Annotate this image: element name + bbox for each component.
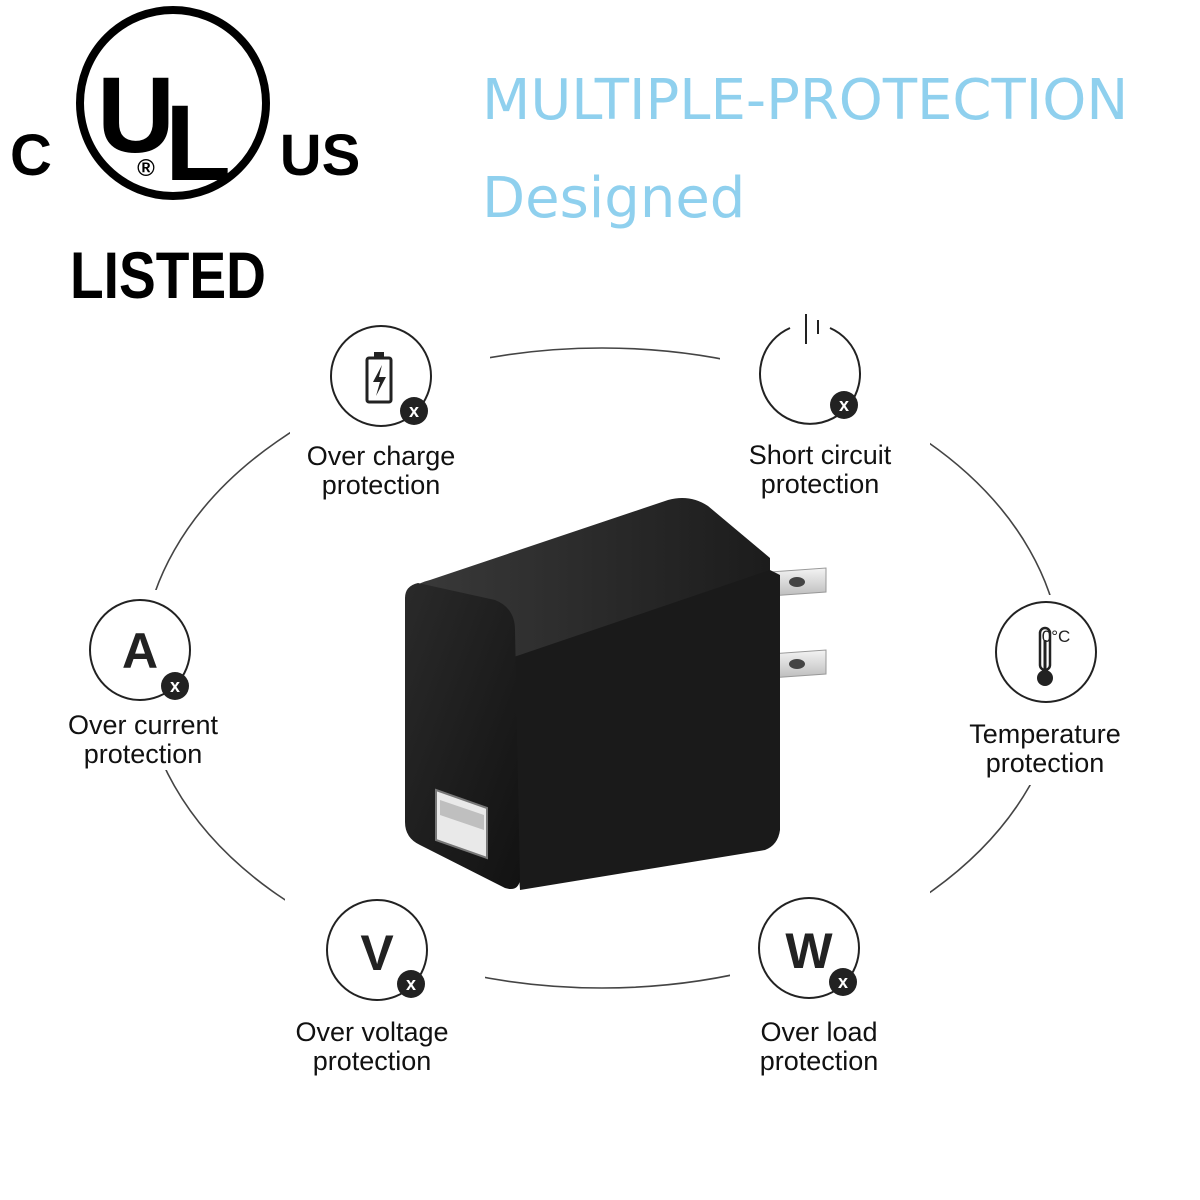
ul-letter-l: L	[165, 82, 231, 203]
svg-text:x: x	[170, 676, 180, 696]
svg-text:0°C: 0°C	[1042, 627, 1071, 646]
svg-text:W: W	[785, 923, 833, 979]
ul-country-c: C	[10, 123, 52, 188]
power-icon	[759, 314, 861, 425]
ul-listed-logo: U L ® C US LISTED	[10, 6, 361, 312]
headline-line-2: Designed	[482, 166, 746, 231]
x-badge-icon: x	[829, 968, 857, 996]
svg-text:x: x	[409, 401, 419, 421]
svg-text:x: x	[839, 395, 849, 415]
over-voltage-label: Over voltage protection	[295, 1017, 449, 1076]
x-badge-icon: x	[161, 672, 189, 700]
svg-text:x: x	[838, 972, 848, 992]
ul-listed-text: LISTED	[70, 238, 266, 312]
temperature-label: Temperature protection	[969, 719, 1121, 778]
over-load-label: Over load protection	[759, 1017, 879, 1076]
svg-text:x: x	[406, 974, 416, 994]
over-charge-label: Over charge protection	[306, 441, 456, 500]
thermometer-icon: 0°C	[995, 601, 1097, 703]
wattage-icon: W	[758, 897, 860, 999]
svg-text:A: A	[122, 623, 158, 679]
usb-wall-charger-image	[405, 498, 827, 890]
ul-ring	[76, 6, 270, 200]
headline-line-1: MULTIPLE-PROTECTION	[482, 68, 1129, 133]
short-circuit-label: Short circuit protection	[748, 440, 892, 499]
ul-country-us: US	[280, 123, 361, 188]
ul-registered-symbol: ®	[137, 155, 155, 182]
over-current-label: Over current protection	[67, 710, 219, 769]
ampere-icon: A	[89, 599, 191, 701]
ul-letter-u: U	[97, 54, 175, 175]
x-badges: x x x x x	[161, 391, 858, 998]
x-badge-icon: x	[397, 970, 425, 998]
svg-text:V: V	[360, 925, 394, 981]
ring-masks	[55, 305, 1145, 1080]
plug-prongs	[769, 567, 827, 679]
x-badge-icon: x	[400, 397, 428, 425]
x-badge-icon: x	[830, 391, 858, 419]
usb-port	[435, 788, 488, 860]
